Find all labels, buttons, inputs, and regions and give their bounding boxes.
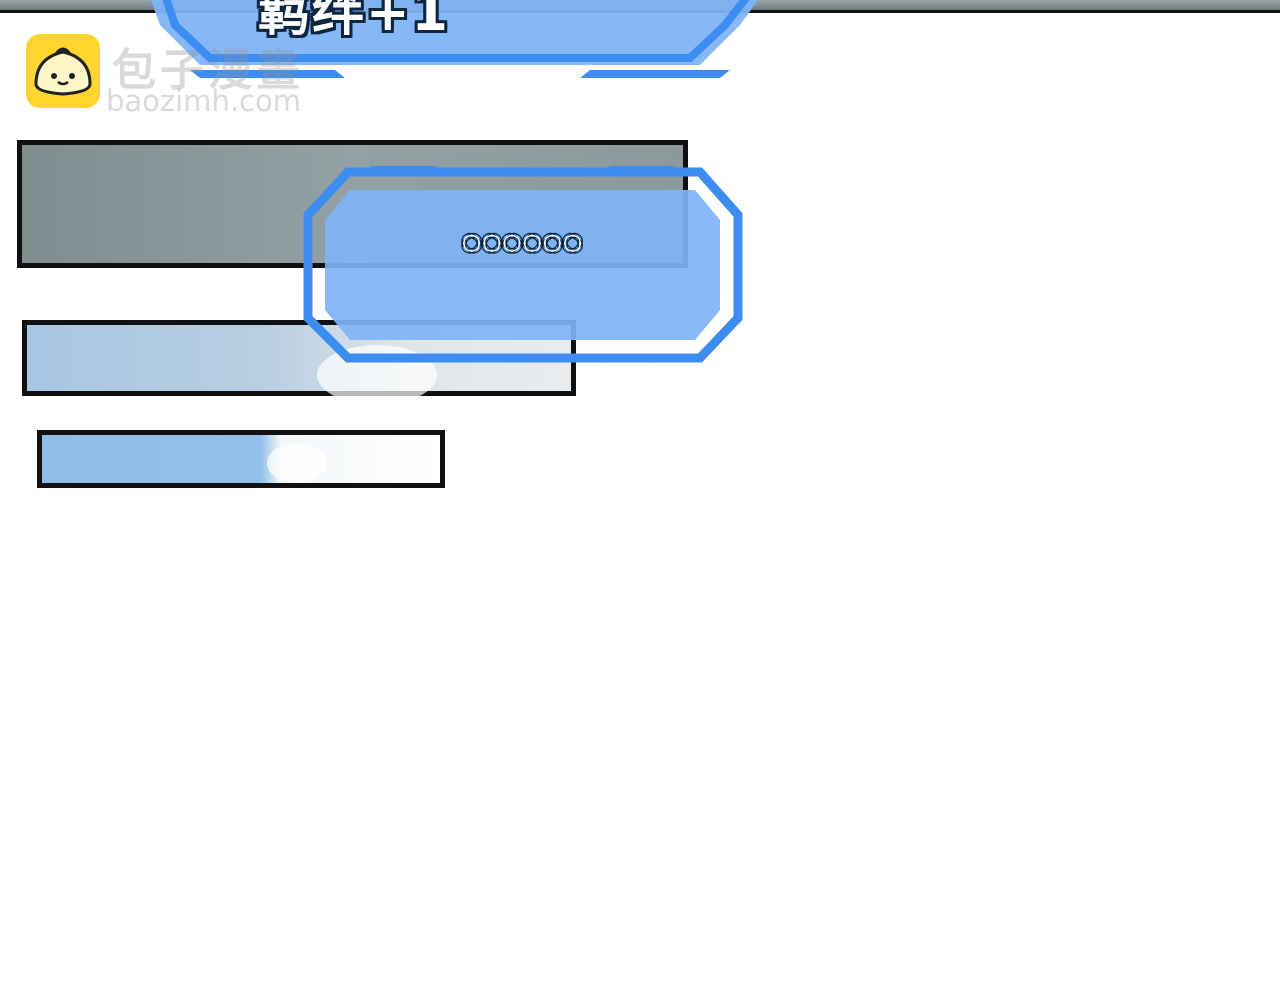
watermark-url: baozimh.com (106, 84, 301, 118)
cloud-shape (267, 443, 327, 483)
banner-frame (150, 0, 759, 78)
dialog-text: ○○○○○○ (462, 230, 584, 255)
system-dialog-box: ○○○○○○ (300, 160, 745, 370)
baozi-logo-icon (26, 34, 100, 108)
dialog-frame (303, 166, 743, 363)
comic-panel-blue-sky (37, 430, 445, 488)
watermark-brand: 包子漫畫 (112, 45, 304, 96)
bond-banner: 羁绊+1 (140, 0, 780, 100)
banner-title: 羁绊+1 (258, 0, 450, 43)
